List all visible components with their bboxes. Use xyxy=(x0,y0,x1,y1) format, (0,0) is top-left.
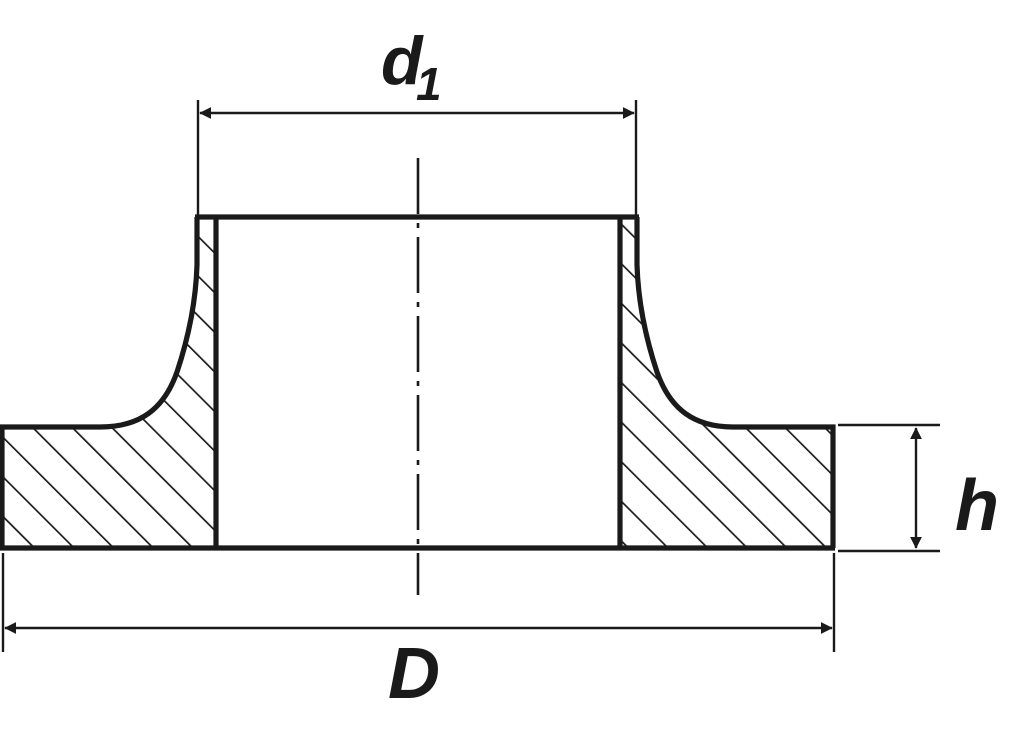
right-outer-profile xyxy=(634,217,836,548)
dimension-d1: d 1 xyxy=(196,23,638,222)
d1-label-main: d xyxy=(381,23,424,99)
flange-body-outline xyxy=(0,214,836,551)
hatch-fill-left xyxy=(2,217,216,548)
dimension-h: h xyxy=(838,423,999,553)
D-label: D xyxy=(388,634,440,714)
left-outer-profile xyxy=(0,217,200,548)
h-label: h xyxy=(955,466,999,546)
section-hatching xyxy=(2,217,833,548)
dimension-D: D xyxy=(1,553,836,714)
d1-label-subscript: 1 xyxy=(416,58,442,110)
